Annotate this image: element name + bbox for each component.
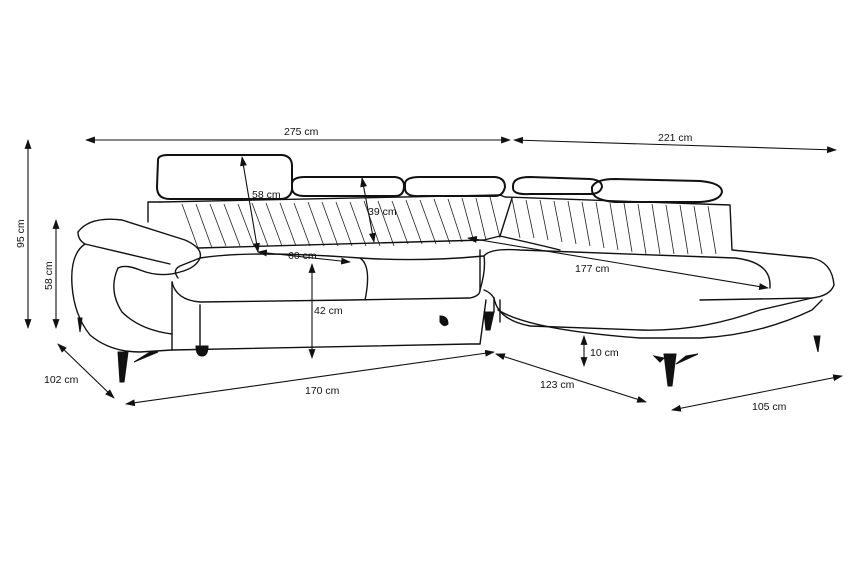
headrest-right [404,176,506,198]
dimension-lines [24,136,843,412]
headrest-middle [291,176,405,197]
label-total-width: 275 cm [284,126,319,138]
label-armrest-height: 58 cm [43,261,55,290]
label-front-width: 170 cm [305,385,340,397]
label-backrest-height: 39 cm [368,206,397,218]
label-chaise-depth: 105 cm [752,401,787,413]
label-leg-height: 10 cm [590,347,619,359]
label-depth: 102 cm [44,374,79,386]
label-overall-height: 95 cm [15,219,27,248]
label-chaise-length: 177 cm [575,263,610,275]
headrest-chaise-1 [512,176,603,196]
label-seat-height: 42 cm [314,305,343,317]
label-seat-depth: 60 cm [288,250,317,262]
label-chaise-width: 221 cm [658,132,693,144]
sofa-outline [71,154,835,353]
label-corner-width: 123 cm [540,379,575,391]
dimension-labels: 275 cm 221 cm 58 cm 39 cm 60 cm 177 cm 4… [15,126,787,413]
label-headrest-height: 58 cm [252,189,281,201]
headrest-chaise-2 [591,178,723,203]
